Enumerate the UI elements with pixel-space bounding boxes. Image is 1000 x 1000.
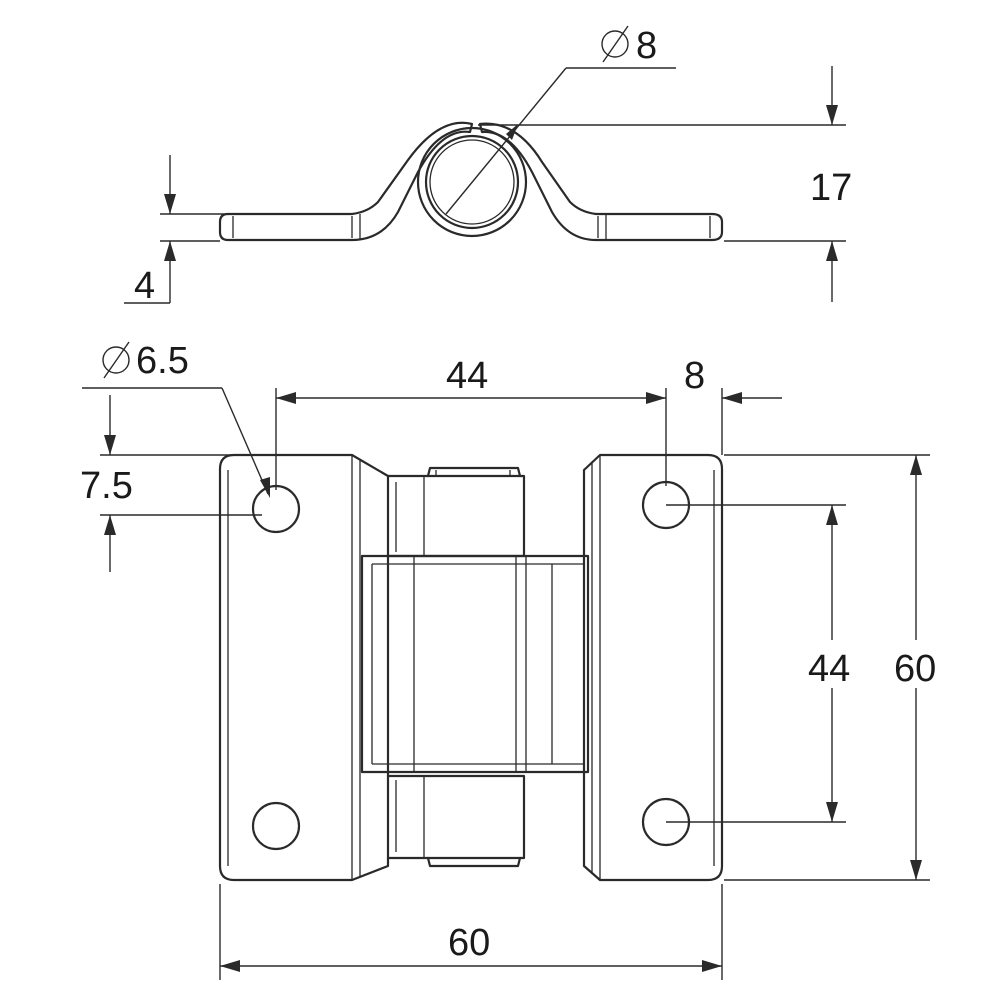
right-leaf-profile	[478, 122, 724, 242]
hspacing-arrow-left	[276, 392, 296, 404]
hole-spacing-vertical-label: 44	[808, 648, 850, 690]
front-view: 6.5 7.5 44 8 44 60	[80, 340, 946, 980]
height-label: 17	[810, 167, 852, 209]
top-knuckle	[386, 474, 526, 558]
overall-height-label-bg	[890, 640, 946, 688]
offset-arrow-top	[104, 435, 116, 455]
left-leaf-plate	[218, 453, 390, 882]
right-leaf-plate	[582, 453, 724, 882]
overall-height-label: 60	[894, 648, 936, 690]
hole-diameter-arrow	[260, 477, 270, 498]
top-view: 8 17 4	[124, 25, 852, 307]
offset-arrow-bottom	[104, 515, 116, 535]
vspacing-arrow-top	[826, 505, 838, 525]
diameter-symbol-icon	[601, 25, 629, 63]
bottom-knuckle	[386, 774, 526, 860]
bottom-knuckle-cap	[426, 856, 522, 868]
thickness-arrow-bottom	[164, 241, 176, 261]
left-leaf-profile	[218, 121, 474, 242]
pin-diameter-label: 8	[636, 25, 657, 67]
vspacing-arrow-bottom	[826, 802, 838, 822]
pin-circle	[424, 134, 520, 230]
overall-height-arrow-bottom	[910, 860, 922, 880]
top-knuckle-cap	[426, 466, 522, 478]
pin-diameter-arrow	[506, 124, 518, 140]
knuckle-outer	[416, 126, 528, 238]
mounting-hole-bottom-left	[251, 801, 301, 851]
hole-offset-label: 7.5	[80, 465, 133, 507]
edge-offset-label: 8	[684, 355, 705, 397]
edge-arrow	[722, 392, 742, 404]
pin-inner-circle	[429, 139, 515, 225]
hole-spacing-horizontal-label: 44	[446, 355, 488, 397]
mounting-hole-top-left	[251, 484, 301, 534]
overall-width-label: 60	[448, 922, 490, 964]
center-knuckle	[360, 554, 590, 774]
hspacing-arrow-right	[646, 392, 666, 404]
height-arrow-bottom	[826, 241, 838, 261]
hole-diameter-label: 6.5	[136, 340, 189, 382]
diameter-symbol-icon	[102, 341, 130, 379]
height-arrow-top	[826, 105, 838, 125]
overall-height-arrow-top	[910, 455, 922, 475]
thickness-arrow-top	[164, 194, 176, 214]
pin-diameter-leader	[445, 67, 567, 215]
vspacing-label-bg	[804, 640, 860, 688]
overall-width-arrow-left	[220, 960, 240, 972]
thickness-label: 4	[134, 265, 155, 307]
hole-diameter-leader	[221, 387, 269, 495]
overall-width-arrow-right	[702, 960, 722, 972]
